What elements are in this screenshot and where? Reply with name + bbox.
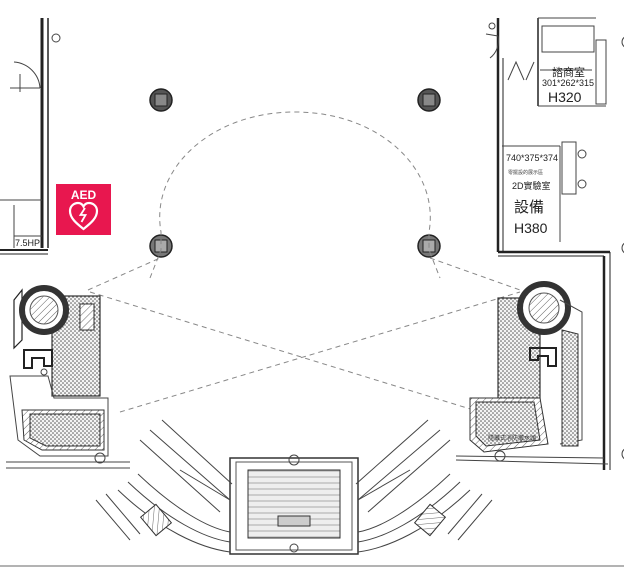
room-dims-consult: 301*262*315 [542,78,594,88]
room-height-lab: H380 [514,220,548,236]
aed-label: AED [71,188,97,202]
aed-heart-icon [68,201,99,231]
column [149,88,173,112]
room-dims-lab: 740*375*374 [506,153,558,163]
aed-sign: AED [56,184,111,235]
planter-right-label: 隱藏式消防撒水頭 [488,434,536,442]
column [417,88,441,112]
room-equipment-lab: 設備 [514,199,544,216]
room-height-consult: H320 [548,89,582,105]
planter-right [455,281,609,465]
room-name-consult: 諮商室 [552,65,585,79]
right-rooms [485,17,611,470]
edge-markers [621,36,624,460]
left-wall-label: 7.5HP [15,238,40,248]
left-wall: 7.5HP [0,18,61,255]
planter-left [6,285,130,469]
column [149,234,173,258]
curved-steps [95,419,493,553]
entrance-stage [179,454,411,555]
room-note-lab: 零擺設的展示區 [508,169,543,176]
room-name-lab: 2D實驗室 [512,180,551,191]
dashed-outline [87,111,521,413]
